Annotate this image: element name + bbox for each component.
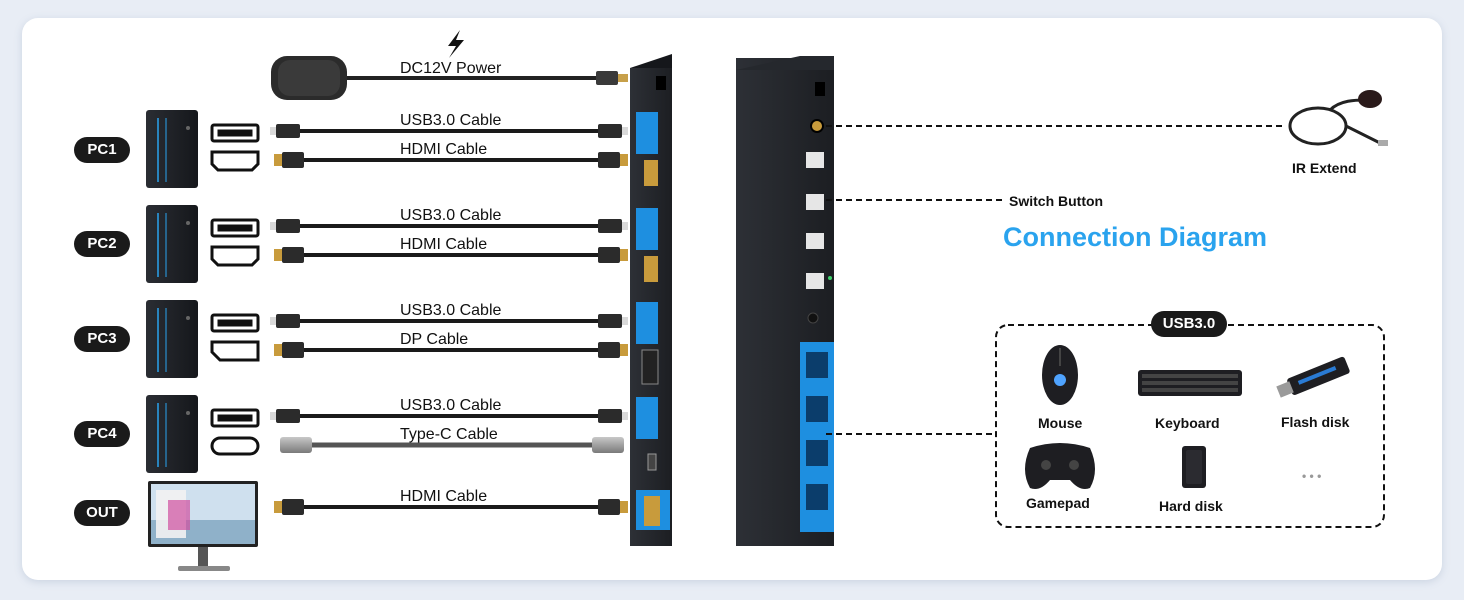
- diagram-title: Connection Diagram: [1003, 222, 1268, 252]
- pc2-badge: PC2: [74, 231, 130, 257]
- pc4-badge: PC4: [74, 421, 130, 447]
- pc1-usb-cable-label: USB3.0 Cable: [400, 112, 502, 129]
- gamepad-icon: [1025, 443, 1095, 489]
- keyboard-icon: [1138, 370, 1242, 396]
- pc-towers: [146, 110, 198, 473]
- mouse-icon: [1042, 345, 1078, 405]
- more-devices-indicator: • • •: [1302, 469, 1322, 483]
- ir-extender-icon: [1288, 90, 1388, 146]
- hard-disk-label: Hard disk: [1159, 498, 1223, 514]
- pc4-usb-cable-label: USB3.0 Cable: [400, 397, 502, 414]
- mouse-label: Mouse: [1038, 415, 1083, 431]
- pc1-video-cable-label: HDMI Cable: [400, 141, 488, 158]
- usb-group-title: USB3.0: [1151, 311, 1227, 337]
- flash-disk-icon: [1276, 356, 1350, 398]
- power-label: DC12V Power: [400, 60, 502, 77]
- pc3-badge: PC3: [74, 326, 130, 352]
- pc2-video-cable-label: HDMI Cable: [400, 236, 488, 253]
- lightning-icon: [448, 30, 464, 58]
- ir-extend-label: IR Extend: [1292, 160, 1357, 176]
- switch-button-label: Switch Button: [1009, 193, 1104, 209]
- pc3-usb-cable-label: USB3.0 Cable: [400, 302, 502, 319]
- power-adapter-icon: [271, 56, 628, 100]
- pc3-video-cable-label: DP Cable: [400, 331, 469, 348]
- monitor-icon: [148, 481, 258, 571]
- pc2-usb-cable-label: USB3.0 Cable: [400, 207, 502, 224]
- kvm-back-panel: [736, 56, 834, 546]
- gamepad-label: Gamepad: [1026, 495, 1090, 511]
- flash-disk-label: Flash disk: [1281, 414, 1350, 430]
- out-badge: OUT: [74, 500, 130, 526]
- output-cable-label: HDMI Cable: [400, 488, 488, 505]
- hard-disk-icon: [1182, 446, 1206, 488]
- pc4-video-cable-label: Type-C Cable: [400, 426, 498, 443]
- keyboard-label: Keyboard: [1155, 415, 1220, 431]
- kvm-front-panel: [630, 54, 672, 546]
- pc1-badge: PC1: [74, 137, 130, 163]
- cables: [270, 124, 628, 515]
